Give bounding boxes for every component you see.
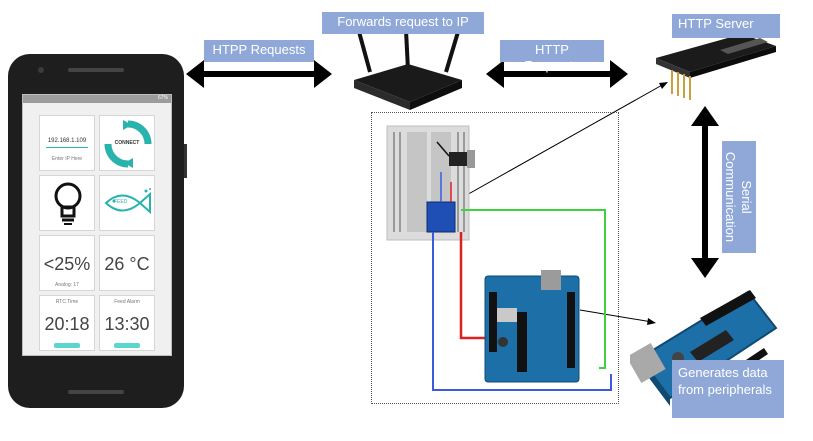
router-server-arrow <box>486 60 628 88</box>
fish-icon[interactable] <box>102 188 154 218</box>
temperature-tile: 26 °C <box>99 235 155 291</box>
ip-underline <box>46 147 88 148</box>
rtc-time-tile[interactable]: RTC Time 20:18 <box>39 295 95 351</box>
connect-label[interactable]: CONNECT <box>114 140 140 146</box>
phone-speaker <box>68 68 124 72</box>
wifi-module-icon <box>656 34 776 100</box>
label-http-requests-left: HTPP Requests <box>204 40 314 62</box>
feed-label: FEED <box>114 199 128 205</box>
feed-alarm-set-button[interactable] <box>114 343 140 348</box>
light-tile[interactable] <box>39 175 95 231</box>
ip-hint: Enter IP Here <box>51 156 83 162</box>
ip-value[interactable]: 192.168.1.109 <box>47 138 87 144</box>
status-battery-text: 67% <box>157 95 168 101</box>
circuit-photo-frame <box>371 112 619 404</box>
rtc-caption: RTC Time <box>55 299 79 305</box>
feed-alarm-time: 13:30 <box>104 314 150 334</box>
status-bar: 67% <box>23 95 171 103</box>
humidity-tile: <25% Analog: 17 <box>39 235 95 291</box>
temperature-value: 26 °C <box>104 254 150 274</box>
label-forwards-request: Forwards request to IP <box>322 12 484 34</box>
phone-side-button <box>184 144 187 178</box>
label-http-requests-right: HTTP Requests <box>500 40 604 73</box>
refresh-icon[interactable] <box>103 119 153 169</box>
connect-tile[interactable]: CONNECT <box>99 115 155 171</box>
feed-alarm-caption: Feed Alarm <box>114 299 140 305</box>
serial-arrow <box>691 106 719 278</box>
router-icon <box>354 27 462 110</box>
rtc-set-button[interactable] <box>54 343 80 348</box>
humidity-value: <25% <box>43 254 91 274</box>
rtc-time: 20:18 <box>44 314 90 334</box>
pointer-lines <box>439 82 668 325</box>
phone-screen: 67% 192.168.1.109 Enter IP Here CONNECT <box>22 94 172 356</box>
feed-tile[interactable]: FEED <box>99 175 155 231</box>
phone-router-arrow <box>186 60 332 88</box>
phone-camera <box>38 67 44 73</box>
label-serial-communication: Serial Communication <box>722 141 756 253</box>
circuit-photo <box>386 125 612 391</box>
humidity-caption: Analog: 17 <box>55 282 79 288</box>
label-http-server: HTTP Server <box>672 14 780 38</box>
ip-input-tile[interactable]: 192.168.1.109 Enter IP Here <box>39 115 95 171</box>
phone-bottom-speaker <box>68 390 124 394</box>
feed-alarm-tile[interactable]: Feed Alarm 13:30 <box>99 295 155 351</box>
label-generates-data: Generates data from peripherals <box>672 360 784 418</box>
lightbulb-icon[interactable] <box>54 182 82 226</box>
